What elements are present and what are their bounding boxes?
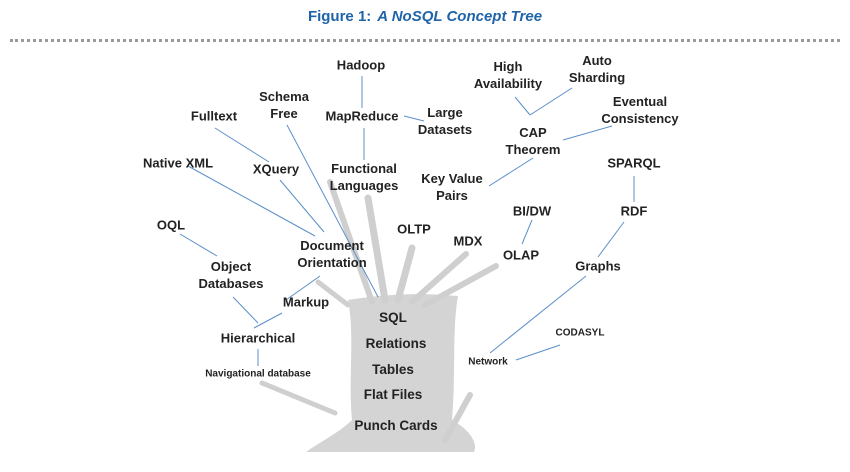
node-olap: OLAP (502, 247, 540, 263)
thick-branches (259, 179, 499, 443)
line-schemafree-sql (286, 124, 379, 298)
branch-to-oltp (394, 244, 416, 304)
branch-to-olap (422, 263, 499, 308)
node-mapreduce: MapReduce (325, 108, 399, 124)
node-markup: Markup (282, 294, 330, 310)
line-cap-kv (488, 157, 534, 187)
node-graphs: Graphs (575, 258, 621, 274)
node-cap-theorem: CAP Theorem (505, 125, 561, 157)
node-functional-languages: Functional Languages (329, 161, 399, 193)
branch-to-mdx (409, 251, 469, 305)
node-codasyl: CODASYL (555, 327, 605, 339)
node-rdf: RDF (620, 203, 648, 219)
tree-trunk (306, 294, 476, 452)
trunk-punch-cards: Punch Cards (354, 418, 438, 434)
trunk-sql: SQL (379, 310, 407, 326)
node-hierarchical: Hierarchical (220, 330, 296, 346)
node-auto-sharding: Auto Sharding (568, 53, 626, 85)
thin-connectors (179, 76, 635, 366)
line-oql-objectdb (179, 233, 218, 257)
line-rdf-graphs (597, 221, 625, 258)
node-native-xml: Native XML (142, 155, 214, 171)
figure-caption: Figure 1: A NoSQL Concept Tree (0, 8, 850, 25)
node-fulltext: Fulltext (190, 108, 238, 124)
line-network-codasyl (515, 344, 561, 361)
line-cap-ha (514, 96, 531, 116)
line-objectdb-hierarchical (232, 296, 259, 324)
node-sparql: SPARQL (607, 155, 661, 171)
node-object-databases: Object Databases (198, 259, 264, 291)
trunk-relations: Relations (365, 336, 427, 352)
node-document-orientation: Document Orientation (297, 238, 367, 270)
node-key-value-pairs: Key Value Pairs (421, 171, 483, 203)
node-oltp: OLTP (397, 221, 431, 237)
trunk-flat-files: Flat Files (363, 387, 423, 403)
branch-to-xquery (327, 179, 375, 305)
node-large-datasets: Large Datasets (417, 105, 473, 137)
node-xquery: XQuery (252, 161, 300, 177)
node-network: Network (468, 356, 508, 368)
node-high-availability: High Availability (473, 59, 543, 91)
line-docorientation-markup (285, 275, 321, 301)
line-xquery-docorientation (279, 179, 325, 233)
trunk-tables: Tables (372, 362, 414, 378)
node-navigational-database: Navigational database (205, 368, 311, 380)
line-bidw-olap (521, 219, 533, 245)
line-cap-sharding (529, 87, 573, 116)
node-schema-free: Schema Free (259, 89, 309, 121)
line-cap-eventual (562, 125, 613, 141)
node-hadoop: Hadoop (336, 57, 386, 73)
branch-to-functional (364, 194, 389, 304)
branch-to-markup (315, 279, 351, 308)
line-fulltext-xquery (214, 127, 270, 163)
figure-label: Figure 1: (307, 8, 372, 25)
branch-to-navigational (259, 380, 338, 416)
dotted-divider (10, 39, 840, 42)
figure-title: A NoSQL Concept Tree (377, 8, 543, 25)
line-graphs-network (489, 275, 587, 354)
branch-to-network (442, 392, 473, 443)
node-oql: OQL (156, 217, 186, 233)
line-mapreduce-datasets (403, 115, 425, 122)
line-nativexml-docorientation (187, 165, 316, 237)
node-bi-dw: BI/DW (512, 203, 552, 219)
node-eventual-consistency: Eventual Consistency (601, 94, 679, 126)
line-markup-hierarchical (253, 312, 283, 329)
node-mdx: MDX (453, 233, 483, 249)
